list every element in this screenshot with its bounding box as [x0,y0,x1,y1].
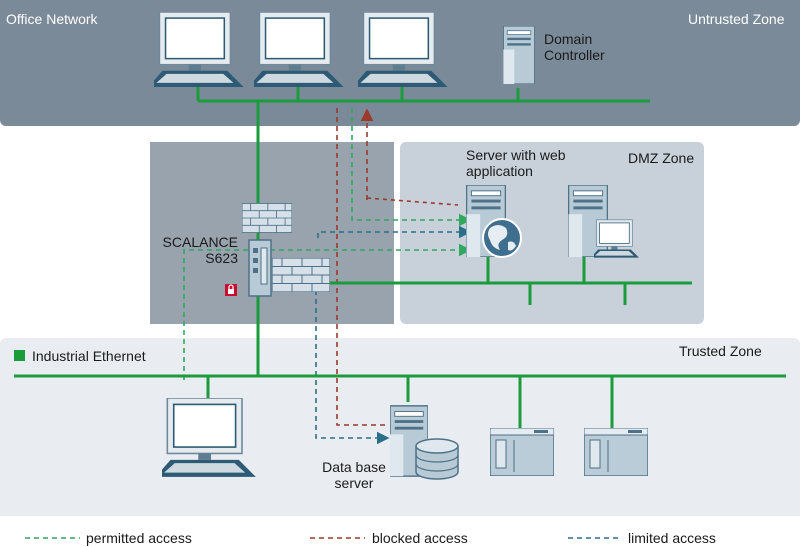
firewall-lower-icon [272,258,330,292]
office-pc-2-icon [254,12,345,88]
untrusted-zone-label: Untrusted Zone [688,11,785,27]
scalance-label: SCALANCE S623 [162,234,238,266]
permitted-path-office-web [351,108,472,227]
industrial-ethernet-label: Industrial Ethernet [32,348,146,364]
network-lines [14,86,786,428]
legend-limited-label: limited access [628,530,716,546]
blocked-path-db-office [336,108,388,426]
limited-path-db [315,290,390,445]
plc-2-icon [584,428,648,476]
firewall-zone [150,142,394,324]
database-icon [415,438,459,480]
dmz-zone-label: DMZ Zone [628,150,695,166]
web-server-label: Server with web application [466,147,566,179]
limited-path-scalance-web [317,225,472,239]
office-pc-3-icon [358,12,449,88]
permitted-path-pc-web [183,243,472,380]
legend-blocked-label: blocked access [372,530,468,546]
globe-icon [482,218,522,258]
scalance-device-icon [248,239,272,297]
industrial-ethernet-swatch [14,350,25,361]
blocked-path-web-link [366,197,459,206]
database-server-label: Data base server [322,459,386,491]
dmz-zone [400,142,704,324]
office-network-label: Office Network [6,11,98,27]
lock-icon [225,284,237,296]
engineering-pc-icon [162,398,257,478]
domain-controller-label: Domain Controller [544,31,605,63]
plc-1-icon [490,428,554,476]
firewall-upper-icon [242,203,292,233]
dmz-monitor-icon [594,219,640,259]
trusted-zone-label: Trusted Zone [679,343,762,359]
legend-permitted-label: permitted access [86,530,192,546]
office-pc-1-icon [154,12,245,88]
domain-controller-icon [503,26,535,84]
